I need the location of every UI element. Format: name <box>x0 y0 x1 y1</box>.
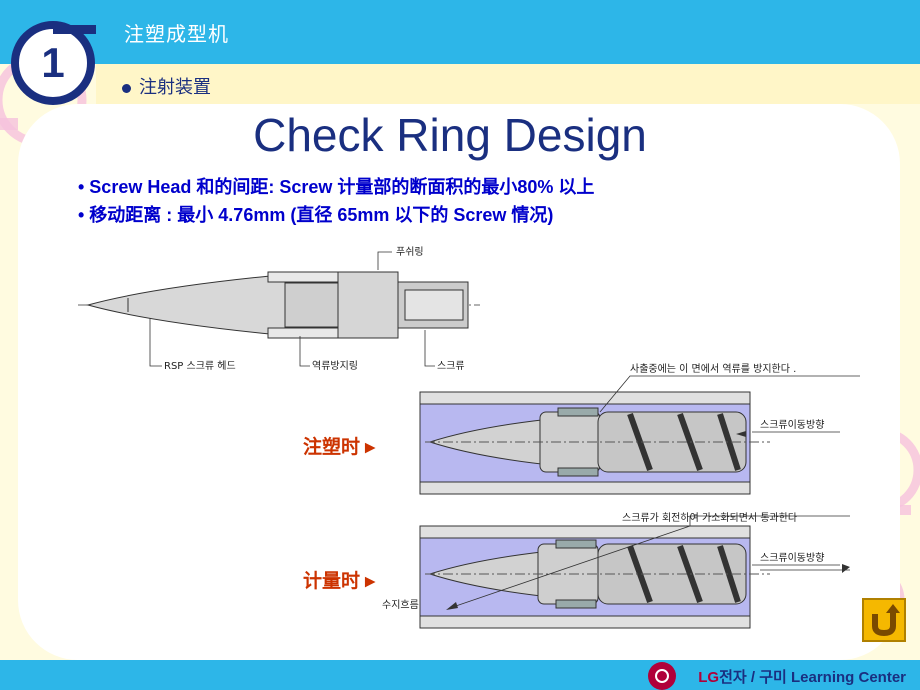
subheader-bar <box>96 64 920 104</box>
label-injection-note: 사출중에는 이 면에서 역류를 방지한다 . <box>630 363 796 375</box>
injection-state-drawing <box>419 375 860 495</box>
metering-state-drawing <box>419 515 850 629</box>
section-badge <box>11 21 96 105</box>
label-screw: 스크류 <box>437 360 465 372</box>
check-ring-section-drawing <box>78 251 480 367</box>
return-button[interactable] <box>862 598 906 642</box>
footer-text: LG전자 / 구미 Learning Center <box>698 666 906 687</box>
bullet-travel-rule: • 移动距离 : 最小 4.76mm (直径 65mm 以下的 Screw 情况… <box>78 205 554 225</box>
footer-bar <box>0 660 920 690</box>
subtitle-text: 注射装置 <box>139 77 211 98</box>
subtitle: 注射装置 <box>122 73 211 99</box>
page-title: Check Ring Design <box>253 109 647 161</box>
injection-state-label: 注塑时 ▸ <box>303 437 375 458</box>
footer-brand: LG <box>698 669 720 686</box>
label-injection-direction: 스크류이동방향 <box>760 419 824 431</box>
bullet-gap-rule: • Screw Head 和的间距: Screw 计量部的断面积的最小80% 以… <box>78 177 595 197</box>
label-check-ring: 역류방지링 <box>312 360 358 372</box>
label-push-ring: 푸쉬링 <box>396 246 424 258</box>
label-resin-flow: 수지흐름 <box>382 599 419 611</box>
metering-state-label: 计量时 ▸ <box>303 571 375 592</box>
u-turn-return-icon <box>872 604 900 637</box>
header-bar <box>0 0 920 64</box>
bullet-dot-icon <box>122 83 131 93</box>
section-number: 1 <box>41 39 65 86</box>
label-metering-direction: 스크류이동방향 <box>760 552 824 564</box>
footer-center: 전자 / 구미 Learning Center <box>719 669 906 686</box>
lg-logo-icon <box>648 662 676 690</box>
label-metering-note: 스크류가 회전하여 가소화되면서 통과한다 <box>622 511 797 524</box>
section-title: 注塑成型机 <box>124 22 229 46</box>
label-rsp-head: RSP 스크류 헤드 <box>164 360 236 372</box>
